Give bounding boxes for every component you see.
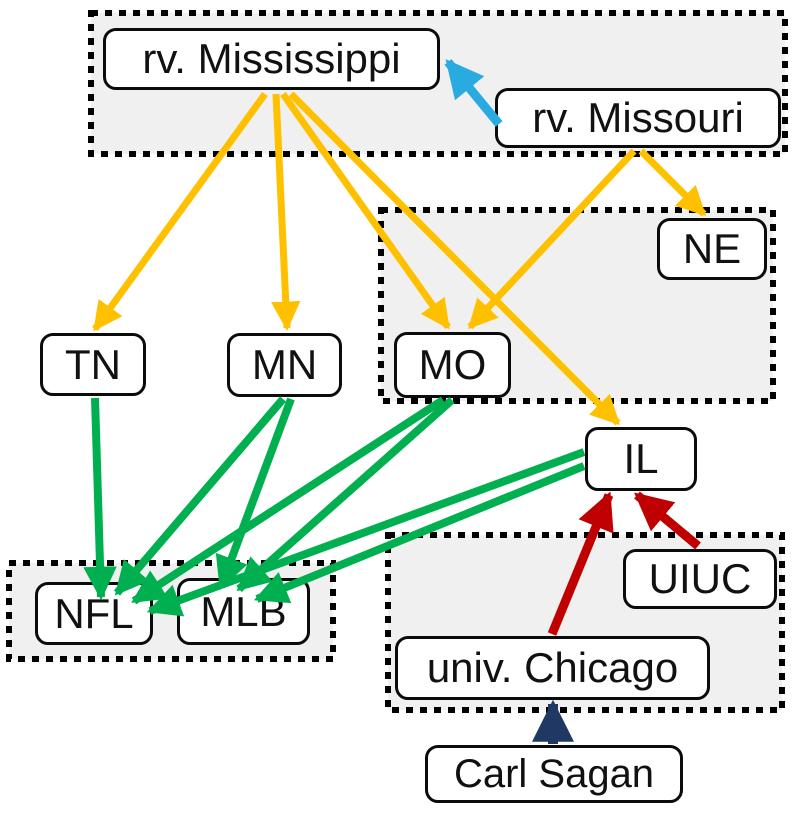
node-carl-sagan: Carl Sagan [425, 745, 683, 803]
node-mlb: MLB [177, 578, 310, 645]
node-rv-missouri: rv. Missouri [495, 88, 781, 148]
node-mn: MN [227, 333, 342, 397]
node-uiuc: UIUC [623, 549, 777, 609]
node-univ-chicago: univ. Chicago [395, 636, 710, 700]
node-nfl: NFL [35, 582, 153, 645]
node-mo: MO [394, 332, 511, 398]
node-rv-mississippi: rv. Mississippi [103, 28, 440, 90]
node-il: IL [585, 427, 697, 491]
node-tn: TN [40, 333, 146, 396]
node-ne: NE [657, 218, 767, 280]
